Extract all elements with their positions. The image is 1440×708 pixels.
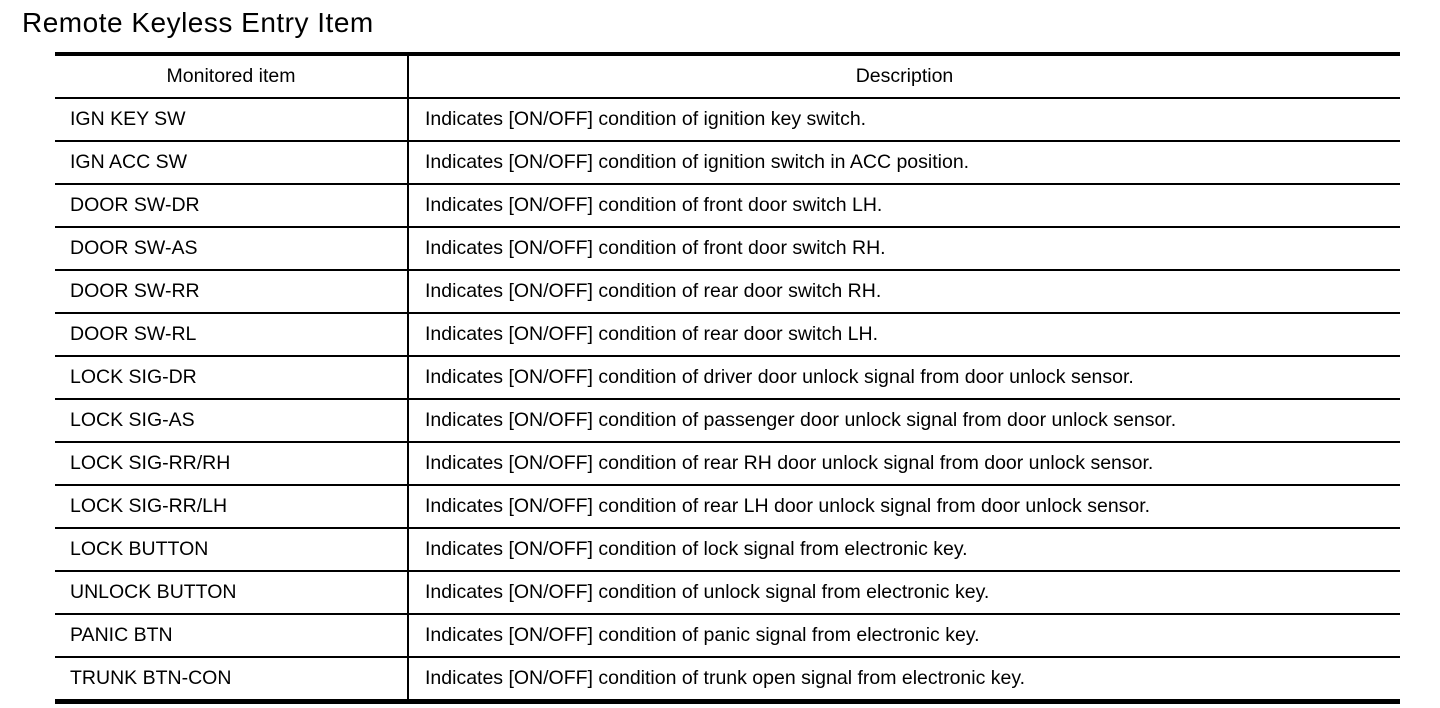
monitored-item-cell: DOOR SW-AS	[55, 227, 409, 271]
table-header-row: Monitored item Description	[55, 54, 1400, 99]
monitored-item-cell: UNLOCK BUTTON	[55, 571, 409, 615]
monitored-item-cell: LOCK BUTTON	[55, 528, 409, 572]
monitored-item-cell: IGN KEY SW	[55, 98, 409, 142]
description-cell: Indicates [ON/OFF] condition of driver d…	[408, 356, 1400, 400]
monitored-item-cell: IGN ACC SW	[55, 141, 409, 185]
column-header-monitored-item: Monitored item	[55, 54, 409, 99]
description-cell: Indicates [ON/OFF] condition of unlock s…	[408, 571, 1400, 615]
description-cell: Indicates [ON/OFF] condition of front do…	[408, 184, 1400, 228]
monitored-item-cell: DOOR SW-RL	[55, 313, 409, 357]
monitored-item-cell: LOCK SIG-DR	[55, 356, 409, 400]
description-cell: Indicates [ON/OFF] condition of ignition…	[408, 98, 1400, 142]
description-cell: Indicates [ON/OFF] condition of ignition…	[408, 141, 1400, 185]
table-row: TRUNK BTN-CON Indicates [ON/OFF] conditio…	[55, 657, 1400, 702]
description-cell: Indicates [ON/OFF] condition of lock sig…	[408, 528, 1400, 572]
column-header-description: Description	[408, 54, 1400, 99]
description-cell: Indicates [ON/OFF] condition of rear doo…	[408, 270, 1400, 314]
description-cell: Indicates [ON/OFF] condition of rear doo…	[408, 313, 1400, 357]
monitored-item-cell: LOCK SIG-AS	[55, 399, 409, 443]
monitored-item-cell: PANIC BTN	[55, 614, 409, 658]
description-cell: Indicates [ON/OFF] condition of trunk op…	[425, 667, 1026, 689]
monitored-item-cell: DOOR SW-RR	[55, 270, 409, 314]
description-cell: Indicates [ON/OFF] condition of panic si…	[408, 614, 1400, 658]
monitored-item-cell: LOCK SIG-RR/LH	[55, 485, 409, 529]
page-title: Remote Keyless Entry Item	[22, 7, 374, 38]
monitored-item-cell: LOCK SIG-RR/RH	[55, 442, 409, 486]
description-cell: Indicates [ON/OFF] condition of front do…	[408, 227, 1400, 271]
description-cell: Indicates [ON/OFF] condition of rear RH …	[408, 442, 1400, 486]
description-cell: Indicates [ON/OFF] condition of rear LH …	[408, 485, 1400, 529]
monitored-item-cell: TRUNK BTN-CON	[55, 657, 409, 702]
description-cell: Indicates [ON/OFF] condition of passenge…	[408, 399, 1400, 443]
monitored-item-cell: DOOR SW-DR	[55, 184, 409, 228]
